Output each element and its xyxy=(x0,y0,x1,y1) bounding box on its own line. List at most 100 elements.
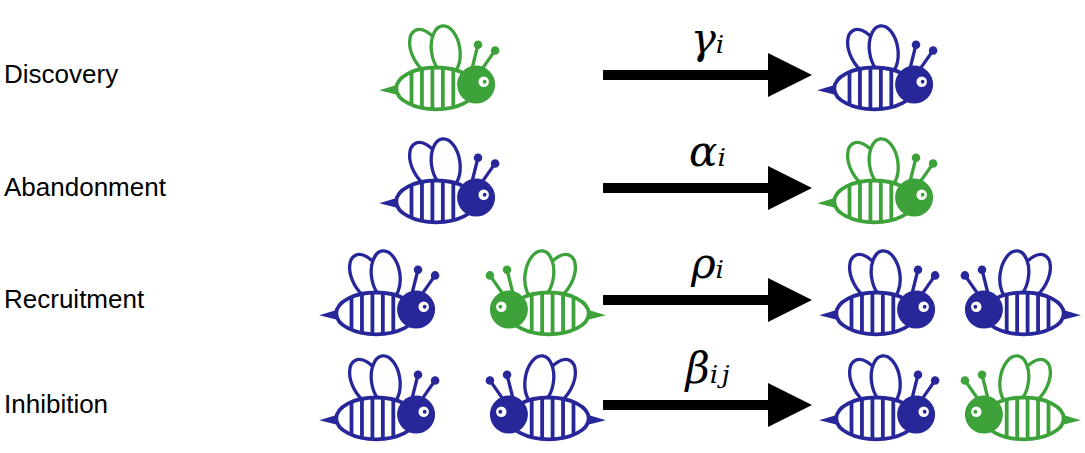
bee-antenna-tip xyxy=(978,265,987,274)
bee-stripe xyxy=(1036,295,1040,332)
bee-pupil xyxy=(483,80,487,84)
arrow-head xyxy=(768,278,812,322)
bee-stripe xyxy=(860,400,864,437)
bee-icon xyxy=(819,249,939,334)
bee-icon xyxy=(486,354,606,439)
bee-antenna-tip xyxy=(931,376,940,385)
bee-stripe xyxy=(381,399,385,438)
bee-antenna-tip xyxy=(931,271,940,280)
bee-pupil xyxy=(923,410,927,414)
bee-stripe xyxy=(1047,298,1051,329)
bee-pupil xyxy=(973,410,977,414)
rate-symbol: ρᵢ xyxy=(691,240,724,288)
bee-stripe xyxy=(881,399,885,438)
bee-eye xyxy=(478,77,488,87)
bee-eye xyxy=(418,302,428,312)
bee-stripe xyxy=(430,69,434,109)
bee-icon xyxy=(817,24,937,109)
bee-stripe xyxy=(1047,403,1051,434)
bee-eye xyxy=(971,302,981,312)
arrow-head xyxy=(768,166,812,210)
arrow-head xyxy=(768,53,812,97)
bee-stripe xyxy=(561,295,565,332)
bee-pupil xyxy=(921,193,925,197)
bee-stripe xyxy=(891,400,895,436)
arrow-shaft xyxy=(603,183,772,193)
bee-antenna-tip xyxy=(503,265,512,274)
rate-symbol: γᵢ xyxy=(691,15,725,63)
bee-antenna-tip xyxy=(431,271,440,280)
bee-antenna-tip xyxy=(474,40,483,49)
bee-stripe xyxy=(530,400,534,436)
bee-icon xyxy=(486,249,606,334)
bee-antenna-tip xyxy=(431,376,440,385)
bee-head xyxy=(895,66,933,104)
bee-stripe xyxy=(858,70,862,107)
bee-pupil xyxy=(498,305,502,309)
bee-head xyxy=(457,179,495,217)
bee-eye xyxy=(916,190,926,200)
bee-stripe xyxy=(871,399,875,439)
bee-stripe xyxy=(1015,294,1019,333)
bee-icon xyxy=(961,354,1081,439)
bee-head xyxy=(965,396,1003,434)
bee-stripe xyxy=(451,183,455,219)
bee-stripe xyxy=(860,295,864,332)
bee-antenna-tip xyxy=(491,46,500,55)
bee-antenna-tip xyxy=(912,40,921,49)
bee-pupil xyxy=(498,410,502,414)
bee-stripe xyxy=(540,294,544,333)
process-name: Discovery xyxy=(4,60,118,90)
bee-eye xyxy=(478,190,488,200)
bee-stripe xyxy=(881,294,885,333)
bee-stripe xyxy=(441,182,445,221)
bee-pupil xyxy=(483,193,487,197)
bee-eye xyxy=(418,407,428,417)
bee-stripe xyxy=(391,295,395,331)
bee-antenna-tip xyxy=(929,159,938,168)
bee-stripe xyxy=(891,295,895,331)
bee-stripe xyxy=(850,403,854,434)
bee-stripe xyxy=(391,400,395,436)
bee-stripe xyxy=(858,183,862,220)
bee-stripe xyxy=(889,183,893,219)
bee-stripe xyxy=(879,69,883,108)
bee-stripe xyxy=(410,73,414,104)
process-name: Abandonment xyxy=(4,173,166,203)
arrow-shaft xyxy=(603,295,772,305)
bee-stripe xyxy=(360,400,364,437)
bee-stripe xyxy=(410,186,414,217)
bee-stripe xyxy=(381,294,385,333)
bee-icon xyxy=(817,137,937,222)
bee-antenna-tip xyxy=(978,370,987,379)
bee-stripe xyxy=(551,294,555,334)
bee-stripe xyxy=(530,295,534,331)
bee-stripe xyxy=(871,294,875,334)
bee-antenna-tip xyxy=(486,271,495,280)
bee-antenna-tip xyxy=(961,271,970,280)
bee-antenna-tip xyxy=(414,370,423,379)
bee-stripe xyxy=(540,399,544,438)
bee-pupil xyxy=(973,305,977,309)
bee-stripe xyxy=(441,69,445,108)
rate-symbol: βᵢⱼ xyxy=(686,345,730,393)
bee-eye xyxy=(918,302,928,312)
bee-pupil xyxy=(921,80,925,84)
bee-head xyxy=(897,396,935,434)
bee-antenna-tip xyxy=(961,376,970,385)
bee-pupil xyxy=(423,305,427,309)
bee-antenna-tip xyxy=(474,153,483,162)
bee-head xyxy=(457,66,495,104)
bee-head xyxy=(397,291,435,329)
bee-stripe xyxy=(572,298,576,329)
bee-stripe xyxy=(451,70,455,106)
bee-head xyxy=(490,396,528,434)
bee-icon xyxy=(961,249,1081,334)
arrow-shaft xyxy=(603,400,772,410)
bee-stripe xyxy=(1015,399,1019,438)
bee-eye xyxy=(916,77,926,87)
bee-stripe xyxy=(869,182,873,222)
bee-eye xyxy=(496,407,506,417)
bee-eye xyxy=(971,407,981,417)
